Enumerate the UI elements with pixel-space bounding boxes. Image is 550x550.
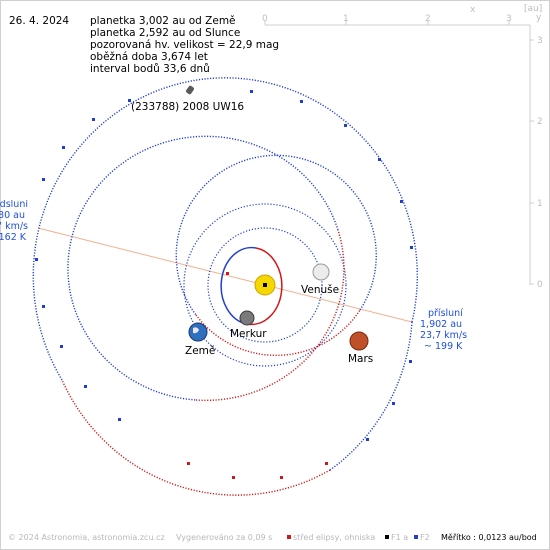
legend-focus2: F2	[414, 533, 430, 542]
perihelion-temperature: ~ 199 K	[424, 341, 463, 352]
mercury-icon	[239, 310, 255, 326]
perihelion-title: přísluní	[428, 308, 463, 319]
position-dot	[232, 476, 235, 479]
asteroid-position-dots	[35, 90, 413, 479]
x-tick-label: 3	[506, 14, 512, 24]
apsidal-line	[37, 227, 413, 323]
scale-text: Měřítko : 0,0123 au/bod	[441, 533, 537, 542]
info-distance-sun: planetka 2,592 au od Slunce	[90, 27, 241, 39]
position-dot	[187, 462, 190, 465]
position-dot	[128, 99, 131, 102]
x-tick-label: 1	[343, 14, 349, 24]
asteroid-orbit-red	[61, 379, 331, 496]
y-tick-label: 0	[537, 280, 543, 290]
info-interval: interval bodů 33,6 dnů	[90, 63, 210, 75]
aphelion-title: odsluní	[0, 200, 28, 210]
aphelion-speed: 17,7 km/s	[0, 221, 28, 232]
position-dot	[410, 246, 413, 249]
y-tick-label: 3	[537, 36, 543, 46]
info-distance-earth: planetka 3,002 au od Země	[90, 15, 236, 27]
legend-focus1: F1 a	[385, 533, 408, 542]
mars-label: Mars	[348, 353, 374, 365]
date-label: 26. 4. 2024	[9, 15, 70, 27]
generated-time-text: Vygenerováno za 0,09 s	[176, 533, 273, 542]
asteroid-name-label: (233788) 2008 UW16	[131, 101, 245, 113]
y-tick-label: 2	[537, 117, 543, 127]
venus-orbit-guide	[207, 227, 323, 343]
position-dot	[280, 476, 283, 479]
earth-icon	[188, 322, 208, 342]
position-dot	[400, 200, 403, 203]
focus2-swatch-icon	[414, 535, 418, 539]
venus-label: Venuše	[301, 284, 340, 296]
focus-marker	[263, 283, 267, 287]
info-magnitude: pozorovaná hv. velikost = 22,9 mag	[90, 39, 280, 51]
earth-orbit-red	[195, 309, 361, 356]
position-dot	[409, 360, 412, 363]
venus-icon	[312, 263, 330, 281]
ellipse-center-marker	[226, 272, 229, 275]
position-dot	[344, 124, 347, 127]
earth-label: Země	[185, 345, 216, 357]
scale-axes	[264, 21, 534, 285]
mercury-orbit-red	[246, 247, 283, 326]
position-dot	[84, 385, 87, 388]
position-dot	[250, 90, 253, 93]
position-dot	[378, 158, 381, 161]
perihelion-distance: 1,902 au	[420, 319, 463, 330]
asteroid-icon	[186, 85, 194, 95]
unit-label: [au]	[524, 4, 543, 14]
x-axis-letter: x	[470, 5, 476, 15]
position-dot	[366, 438, 369, 441]
y-tick-label: 1	[537, 199, 543, 209]
mars-icon	[349, 331, 369, 351]
focus1-swatch-icon	[385, 535, 389, 539]
y-axis-letter: y	[536, 13, 542, 23]
position-dot	[42, 305, 45, 308]
center-swatch-icon	[287, 535, 291, 539]
perihelion-speed: 23,7 km/s	[420, 330, 468, 341]
earth-land-shape	[193, 327, 199, 334]
earth-orbit-guide	[183, 203, 347, 367]
position-dot	[118, 418, 121, 421]
position-dot	[325, 462, 328, 465]
position-dot	[92, 118, 95, 121]
mars-orbit-blue	[67, 135, 339, 401]
x-tick-label: 0	[262, 14, 268, 24]
position-dot	[392, 402, 395, 405]
legend-center: střed elipsy, ohniska	[287, 533, 375, 542]
info-period: oběžná doba 3,674 let	[90, 51, 208, 63]
mercury-orbit-blue	[220, 246, 257, 325]
aphelion-temperature: ~ 162 K	[0, 232, 26, 243]
position-dot	[60, 345, 63, 348]
aphelion-distance: 3,280 au	[0, 210, 25, 221]
position-dot	[42, 178, 45, 181]
x-tick-label: 2	[425, 14, 431, 24]
legend-center-label: střed elipsy, ohniska	[293, 533, 376, 542]
mars-orbit-red	[195, 229, 345, 402]
position-dot	[62, 146, 65, 149]
position-dot	[35, 258, 38, 261]
asteroid-orbit-blue-lower	[329, 321, 413, 471]
mercury-label: Merkur	[230, 328, 267, 340]
copyright-text: © 2024 Astronomia, astronomia.zcu.cz	[8, 533, 165, 542]
legend-f1-label: F1 a	[391, 533, 409, 542]
legend-f2-label: F2	[420, 533, 430, 542]
position-dot	[300, 100, 303, 103]
aphelion-info: odsluní 3,280 au 17,7 km/s ~ 162 K	[0, 200, 40, 246]
